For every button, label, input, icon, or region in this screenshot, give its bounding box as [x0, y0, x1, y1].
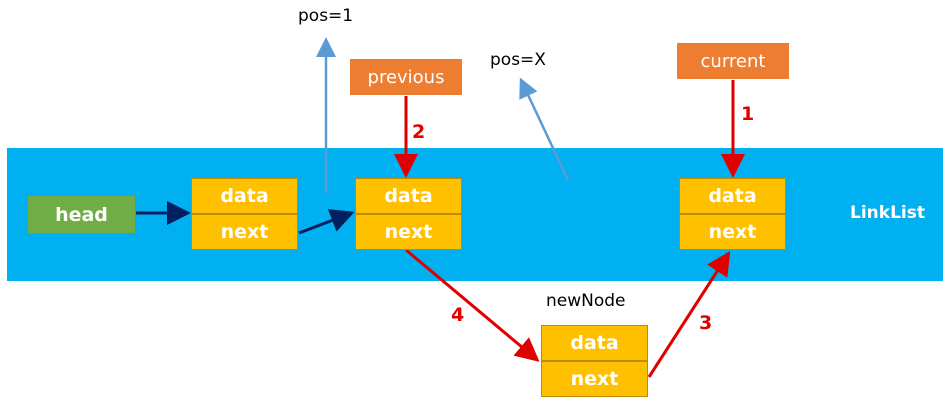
head-box: head [28, 196, 135, 233]
previous-label: previous [367, 66, 445, 88]
node-next-cell: next [355, 214, 462, 250]
node-data-cell: data [355, 178, 462, 214]
step-2-number: 2 [412, 121, 426, 143]
linklist-label: LinkList [850, 203, 925, 223]
head-label: head [55, 203, 108, 226]
current-pointer-box: current [677, 43, 789, 79]
current-label: current [700, 50, 766, 72]
node-data-cell: data [541, 325, 648, 361]
list-node-3: data next [679, 178, 786, 250]
pos-1-label: pos=1 [298, 6, 354, 26]
node-next-cell: next [679, 214, 786, 250]
step-3-number: 3 [699, 312, 713, 334]
pos-x-label: pos=X [490, 50, 546, 70]
linklist-band [7, 148, 943, 281]
new-node: data next [541, 325, 648, 397]
list-node-1: data next [191, 178, 298, 250]
node-next-cell: next [541, 361, 648, 397]
step-4-number: 4 [451, 304, 465, 326]
list-node-2: data next [355, 178, 462, 250]
node-data-cell: data [191, 178, 298, 214]
step-1-number: 1 [741, 103, 755, 125]
new-node-label: newNode [546, 291, 626, 311]
previous-pointer-box: previous [350, 59, 462, 95]
node-next-cell: next [191, 214, 298, 250]
node-data-cell: data [679, 178, 786, 214]
